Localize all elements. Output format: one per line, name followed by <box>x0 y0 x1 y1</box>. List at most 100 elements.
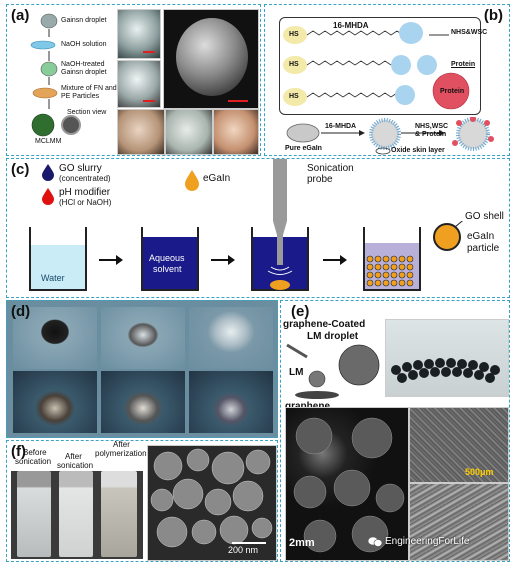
mclmm-photo-3 <box>213 109 259 155</box>
panel-c: (c) GO slurry (concentrated) pH modifier… <box>6 158 510 298</box>
go-slurry-drop-icon <box>42 164 54 181</box>
pure-egain-droplet <box>286 123 320 143</box>
vial-after-label-2: sonication <box>57 461 94 470</box>
water-label: Water <box>41 273 65 283</box>
chain-2 <box>306 60 392 66</box>
step-naoh-treated: NaOH-treated Gainsn droplet <box>61 61 113 77</box>
ph-modifier-sub: (HCl or NaOH) <box>59 198 112 207</box>
egain-label: eGaIn <box>203 173 231 184</box>
step-fn-pe-mixture-text: Mixture of FN and PE Particles <box>61 85 117 100</box>
lm-label: LM <box>289 367 304 378</box>
vial-photos <box>11 471 143 559</box>
scale-label-2mm: 2mm <box>289 537 315 549</box>
panel-f-label: (f) <box>11 443 26 460</box>
vial-polymerized <box>101 471 137 557</box>
step-mclmm: MCLMM <box>35 138 62 145</box>
panel-a-label: (a) <box>11 7 30 24</box>
droplet-photo-d4 <box>13 371 97 433</box>
mclmm-sphere-icon <box>31 113 55 137</box>
coated-droplet-icon <box>338 344 380 386</box>
step-fn-pe-mixture: Mixture of FN and PE Particles <box>61 85 117 101</box>
egain-drop-icon <box>185 170 199 191</box>
panel-b: (b) HS HS HS 16-MHDA NHS&WSC Protein Pro… <box>264 4 510 156</box>
droplet-photo-1 <box>117 9 161 59</box>
coated-droplet-title-1: graphene-Coated <box>283 319 366 330</box>
protein-label: Protein <box>451 61 476 68</box>
panel-a-schematic <box>30 13 81 137</box>
ester-blob-2 <box>391 55 411 75</box>
nhs-protein-text: NHS,WSC & Protein <box>415 123 449 138</box>
scale-bar-3 <box>228 100 248 102</box>
arrow-3 <box>323 255 347 265</box>
syringe-icon <box>286 343 308 359</box>
hs-label-3: HS <box>289 93 299 100</box>
hs-blob-3 <box>283 88 307 106</box>
reaction-scheme <box>283 22 470 110</box>
droplet-photo-d1 <box>13 307 97 369</box>
protein-coated-droplet <box>456 117 490 151</box>
oxide-skin-icon <box>375 147 391 155</box>
panel-e: (e) graphene-Coated LM droplet LM graphe… <box>280 300 510 562</box>
hs-label-2: HS <box>289 61 299 68</box>
coated-droplet-title-2: LM droplet <box>307 331 359 342</box>
hs-blob-1 <box>283 26 307 44</box>
sonication-probe-icon <box>267 159 293 290</box>
chain-1 <box>306 30 404 36</box>
gainsn-droplet-icon <box>40 13 58 29</box>
mhda-coated-droplet <box>369 118 401 150</box>
pure-egain-label: Pure eGaIn <box>285 145 322 152</box>
sem-sphere-photo <box>163 9 259 109</box>
watermark: EngineeringForLife <box>385 536 470 547</box>
egain-particle-label-2: particle <box>467 243 500 254</box>
nhs-blob-2 <box>417 55 437 75</box>
hs-blob-2 <box>283 56 307 74</box>
go-slurry-sub: (concentrated) <box>59 174 111 183</box>
step-naoh-solution: NaOH solution <box>61 41 111 49</box>
step-gainsn-droplet: Gainsn droplet <box>61 17 107 24</box>
droplet-array-photo <box>385 319 509 397</box>
vial-after <box>59 471 93 557</box>
wechat-logo-icon <box>367 536 383 547</box>
droplet-array <box>391 358 500 383</box>
sem-particles <box>293 417 405 553</box>
sem-cluster-photo <box>285 407 409 561</box>
nhs-protein-label: NHS,WSC & Protein <box>415 123 455 139</box>
egain-particle-label-1: eGaIn <box>467 231 495 242</box>
panel-c-label: (c) <box>11 161 30 178</box>
panel-b-label: (b) <box>483 7 503 24</box>
reaction-box <box>279 17 481 115</box>
fn-pe-mixture-icon <box>32 87 58 99</box>
droplet-photo-d3 <box>189 307 273 369</box>
sonication-label: Sonication probe <box>307 163 373 185</box>
sem-sphere <box>176 18 248 96</box>
vial-after-label-1: After <box>65 452 82 461</box>
sem-flake-photo <box>409 483 509 561</box>
acid-blob-1 <box>399 22 423 44</box>
go-shell-label: GO shell <box>465 211 504 222</box>
step-section-view: Section view <box>67 109 107 116</box>
droplet-photo-d2 <box>101 307 185 369</box>
panel-d: (d) <box>6 300 278 438</box>
sem-surface-photo <box>409 407 509 483</box>
scale-bar-1 <box>143 51 155 53</box>
naoh-dish-icon <box>30 40 56 50</box>
step-naoh-solution-text: NaOH solution <box>61 41 107 48</box>
particle-legend-icon <box>433 221 463 251</box>
vial-before <box>17 471 51 557</box>
oxide-skin-label: Oxide skin layer <box>391 147 445 154</box>
ph-modifier-drop-icon <box>42 188 54 205</box>
surface-modification-scheme <box>286 117 494 155</box>
vial-poly-label-2: polymerization <box>95 449 147 458</box>
chain-3 <box>306 92 398 98</box>
aqueous-liquid <box>143 237 197 289</box>
scale-label-200nm: 200 nm <box>228 545 259 555</box>
panel-e-label: (e) <box>291 303 310 320</box>
arrow-2 <box>211 255 235 265</box>
mclmm-photo-2 <box>165 109 213 155</box>
mclmm-photo-1 <box>117 109 165 155</box>
sem-nanoparticles-photo: 200 nm <box>147 445 277 561</box>
sonication-text: Sonication probe <box>307 163 354 185</box>
coating-schematic <box>286 343 380 399</box>
protein-circle-text: Protein <box>440 88 465 95</box>
